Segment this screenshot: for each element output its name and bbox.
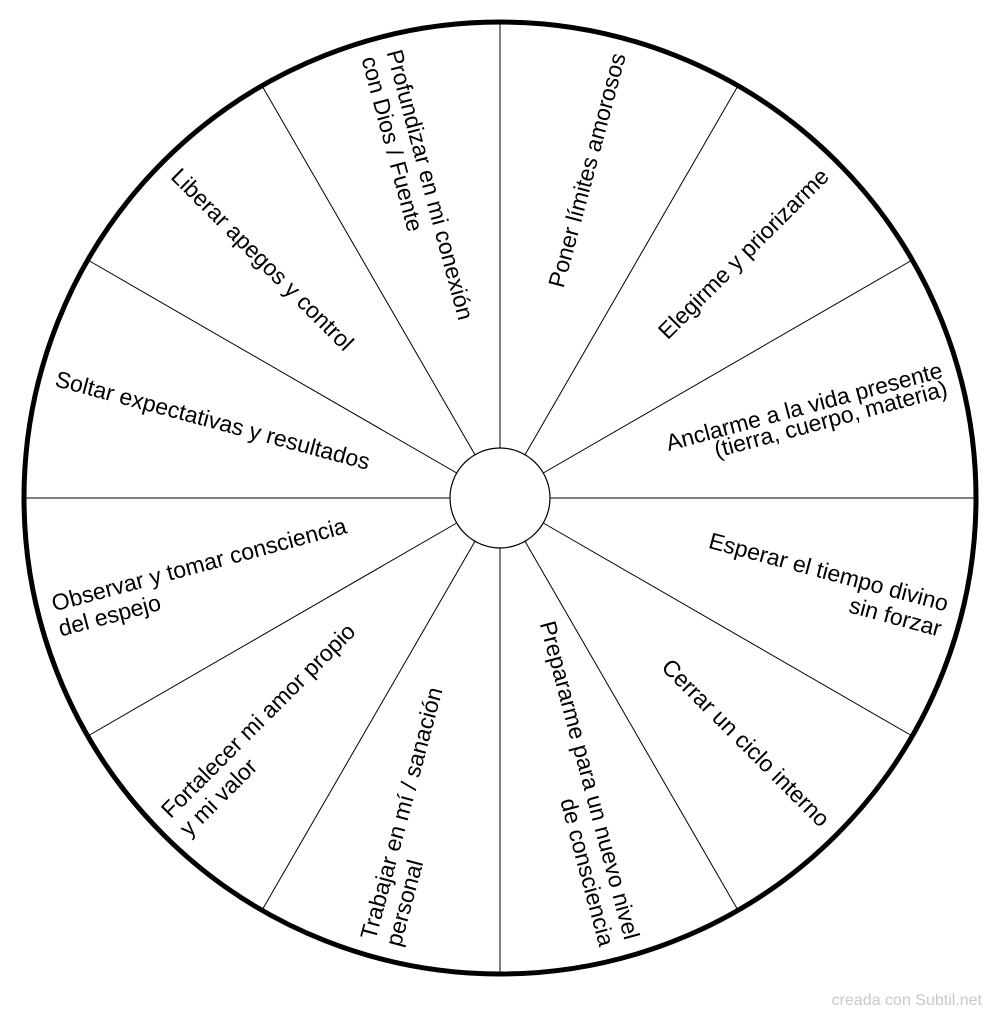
watermark: creada con Subtil.net — [831, 992, 982, 1009]
spoke-line — [543, 260, 911, 474]
spoke-line — [89, 260, 457, 474]
spoke-line — [524, 541, 738, 909]
wheel-hub — [449, 447, 551, 549]
spoke-line — [524, 87, 738, 455]
spoke-line — [262, 87, 476, 455]
spoke-line — [543, 522, 911, 736]
spokes — [26, 24, 974, 972]
spoke-line — [89, 522, 457, 736]
spoke-line — [262, 541, 476, 909]
